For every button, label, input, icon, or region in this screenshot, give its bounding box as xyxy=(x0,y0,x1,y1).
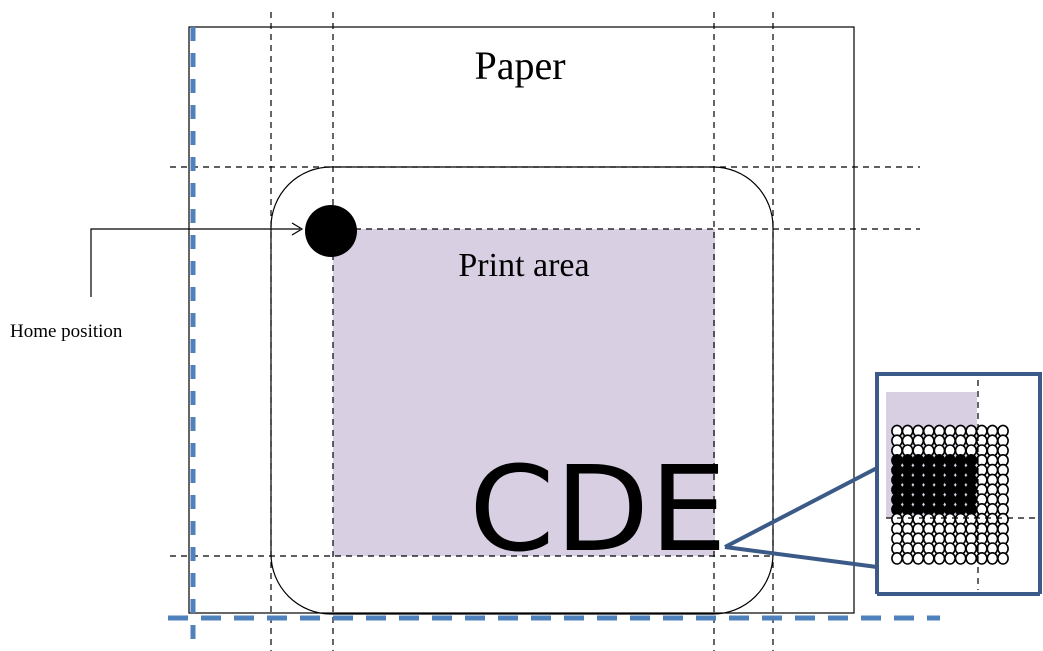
horizontal-guide-lines xyxy=(170,166,920,557)
empty-dot xyxy=(986,552,999,565)
zoom-frame xyxy=(875,372,1042,594)
home-position-dot xyxy=(305,205,357,257)
print-area-rect xyxy=(333,229,715,556)
empty-dot xyxy=(922,552,935,565)
empty-dot xyxy=(944,552,956,565)
zoom-dot-grid xyxy=(891,424,1009,565)
vertical-guide-lines xyxy=(270,12,774,651)
paper-outline xyxy=(188,26,855,614)
empty-dot xyxy=(997,552,1009,565)
print-area-label: Print area xyxy=(458,247,589,284)
zoom-connectors xyxy=(724,466,878,569)
arrow-head xyxy=(291,222,304,236)
empty-dot xyxy=(891,552,903,565)
empty-dot xyxy=(965,552,978,565)
home-position-arrow xyxy=(90,228,300,297)
empty-dot xyxy=(933,552,946,565)
paper-label: Paper xyxy=(474,43,565,88)
empty-dot xyxy=(912,552,925,565)
home-position-label: Home position xyxy=(10,321,123,342)
empty-dot xyxy=(901,552,914,565)
empty-dot xyxy=(954,552,967,565)
sample-text: CDE xyxy=(469,440,727,578)
